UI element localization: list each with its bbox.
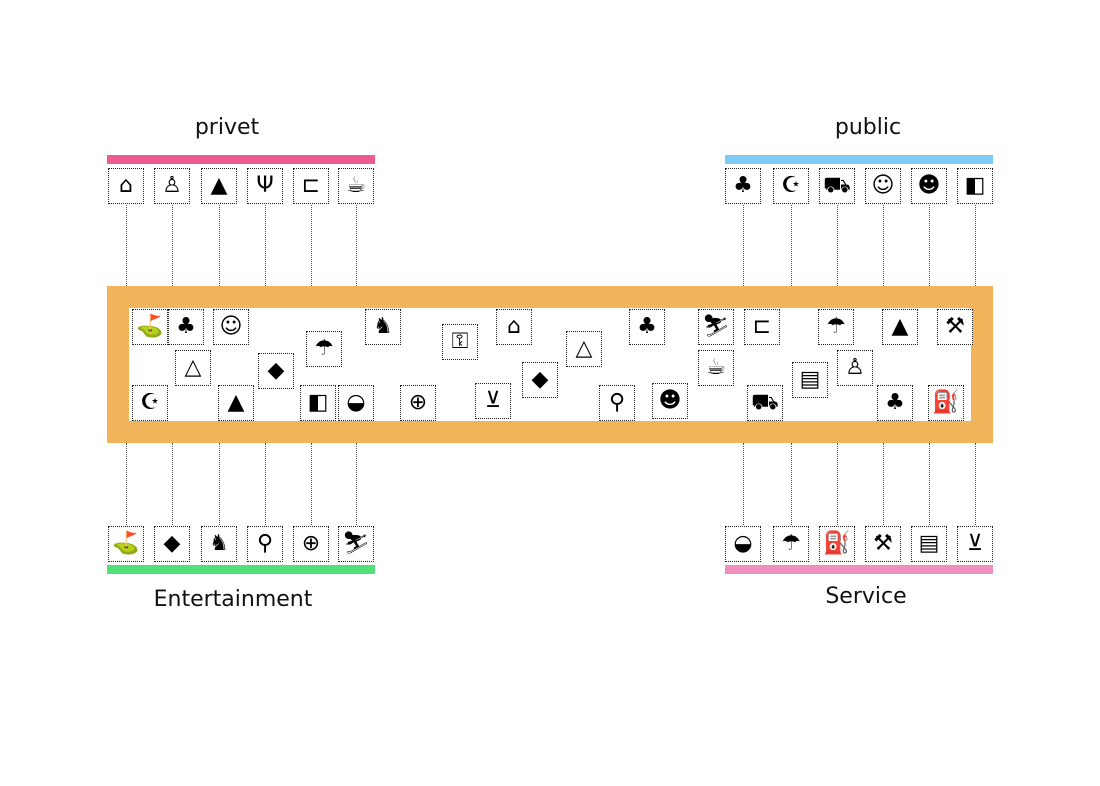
house-icon: ⌂ bbox=[496, 309, 532, 345]
coffee-icon: ☕ bbox=[698, 350, 734, 386]
car-wash-icon: ▤ bbox=[792, 362, 828, 398]
connector-line bbox=[356, 205, 357, 286]
fork-knife-icon: Ψ bbox=[247, 168, 283, 204]
connector-line bbox=[883, 205, 884, 286]
public-bar bbox=[725, 155, 993, 164]
service-bar bbox=[725, 565, 993, 574]
tent-icon: ▲ bbox=[882, 309, 918, 345]
connector-line bbox=[126, 205, 127, 286]
connector-line bbox=[172, 443, 173, 525]
kite-icon: ◆ bbox=[522, 362, 558, 398]
privet-bar bbox=[107, 155, 375, 164]
tree-bench-icon: ♣ bbox=[725, 168, 761, 204]
fast-food-icon: ◒ bbox=[338, 385, 374, 421]
public-label: public bbox=[834, 115, 902, 140]
house-icon: ⌂ bbox=[108, 168, 144, 204]
tree-bench-icon: ♣ bbox=[168, 309, 204, 345]
carousel-icon: ♞ bbox=[201, 526, 237, 562]
kite-icon: ◆ bbox=[258, 353, 294, 389]
mosque-icon: ☪ bbox=[773, 168, 809, 204]
crowd-icon: ☺ bbox=[865, 168, 901, 204]
connector-line bbox=[975, 443, 976, 525]
shopping-bags-icon: ◧ bbox=[300, 385, 336, 421]
fuel-pump-icon: ⛽ bbox=[928, 385, 964, 421]
mosque-icon: ☪ bbox=[132, 385, 168, 421]
tent-outline-icon: △ bbox=[175, 350, 211, 386]
tree-bench-icon: ♣ bbox=[629, 309, 665, 345]
fast-food-icon: ◒ bbox=[725, 526, 761, 562]
coffee-icon: ☕ bbox=[338, 168, 374, 204]
shopping-cart-icon: ⊻ bbox=[475, 383, 511, 419]
car-mechanic-icon: ⚒ bbox=[937, 309, 973, 345]
connector-line bbox=[219, 443, 220, 525]
gamepad-icon: ⊕ bbox=[293, 526, 329, 562]
connector-line bbox=[219, 205, 220, 286]
connector-line bbox=[975, 205, 976, 286]
swing-icon: ⚲ bbox=[599, 385, 635, 421]
privet-label: privet bbox=[194, 115, 260, 140]
connector-line bbox=[743, 443, 744, 525]
entertainment-bar bbox=[107, 565, 375, 574]
connector-line bbox=[743, 205, 744, 286]
orange-frame bbox=[107, 286, 993, 443]
bed-icon: ⊏ bbox=[744, 309, 780, 345]
connector-line bbox=[791, 443, 792, 525]
food-vendor-icon: ⛟ bbox=[819, 168, 855, 204]
kite-icon: ◆ bbox=[154, 526, 190, 562]
connector-line bbox=[311, 205, 312, 286]
service-label: Service bbox=[825, 584, 907, 609]
tent-icon: ▲ bbox=[218, 385, 254, 421]
connector-line bbox=[265, 205, 266, 286]
car-wash-icon: ▤ bbox=[911, 526, 947, 562]
connector-line bbox=[791, 205, 792, 286]
shopping-cart-icon: ⊻ bbox=[957, 526, 993, 562]
shopping-bags-icon: ◧ bbox=[957, 168, 993, 204]
connector-line bbox=[929, 443, 930, 525]
shower-icon: ☂ bbox=[773, 526, 809, 562]
skiing-icon: ⛷ bbox=[338, 526, 374, 562]
carousel-icon: ♞ bbox=[365, 309, 401, 345]
theater-masks-icon: ☻ bbox=[652, 383, 688, 419]
connector-line bbox=[126, 443, 127, 525]
connector-line bbox=[929, 205, 930, 286]
connector-line bbox=[837, 205, 838, 286]
connector-line bbox=[311, 443, 312, 525]
gamepad-icon: ⊕ bbox=[400, 385, 436, 421]
crowd-icon: ☺ bbox=[213, 309, 249, 345]
tent-outline-icon: △ bbox=[566, 331, 602, 367]
entertainment-label: Entertainment bbox=[153, 587, 313, 612]
car-mechanic-icon: ⚒ bbox=[865, 526, 901, 562]
fuel-pump-icon: ⛽ bbox=[819, 526, 855, 562]
bed-icon: ⊏ bbox=[293, 168, 329, 204]
bellhop-icon: ⚿ bbox=[442, 324, 478, 360]
connector-line bbox=[837, 443, 838, 525]
food-vendor-icon: ⛟ bbox=[747, 385, 783, 421]
tent-icon: ▲ bbox=[201, 168, 237, 204]
swing-icon: ⚲ bbox=[247, 526, 283, 562]
connector-line bbox=[172, 205, 173, 286]
connector-line bbox=[883, 443, 884, 525]
theater-masks-icon: ☻ bbox=[911, 168, 947, 204]
waiter-icon: ♙ bbox=[837, 350, 873, 386]
connector-line bbox=[356, 443, 357, 525]
golf-icon: ⛳ bbox=[108, 526, 144, 562]
tree-bench-icon: ♣ bbox=[877, 385, 913, 421]
shower-icon: ☂ bbox=[306, 331, 342, 367]
waiter-icon: ♙ bbox=[154, 168, 190, 204]
shower-icon: ☂ bbox=[818, 309, 854, 345]
connector-line bbox=[265, 443, 266, 525]
skiing-icon: ⛷ bbox=[698, 309, 734, 345]
golf-icon: ⛳ bbox=[132, 309, 168, 345]
